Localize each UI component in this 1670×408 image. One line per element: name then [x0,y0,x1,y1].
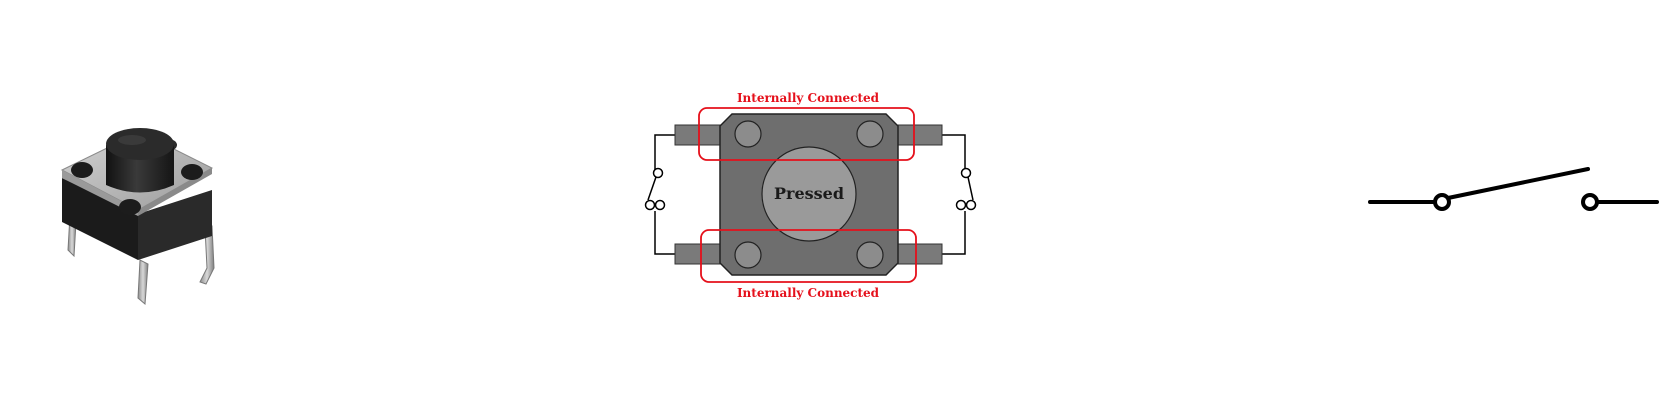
right-switch-wire [942,134,977,255]
switch-schematic-symbol [1350,0,1670,408]
left-switch-wire [644,134,675,255]
right-contact [1581,193,1599,211]
pressed-label: Pressed [774,184,844,203]
bottom-connection-highlight [700,229,917,283]
bottom-connection-label: Internally Connected [737,286,880,300]
switch-body-right-face [138,190,212,260]
switch-pin-diagram: Pressed Internally Connected Internally … [620,0,1040,408]
corner-hole [734,241,762,269]
corner-hole [734,120,762,148]
top-connection-label: Internally Connected [737,91,880,105]
switch-lever [1446,167,1590,200]
center-button [761,146,857,242]
switch-body-left-face [62,178,138,260]
tactile-switch-illustration [60,128,215,306]
tactile-switch-photo [0,0,340,408]
left-contact [1433,193,1451,211]
top-connection-highlight [698,107,915,161]
pin-front-right [137,259,149,306]
corner-hole [856,241,884,269]
spst-switch-symbol [1368,167,1659,211]
corner-hole [856,120,884,148]
